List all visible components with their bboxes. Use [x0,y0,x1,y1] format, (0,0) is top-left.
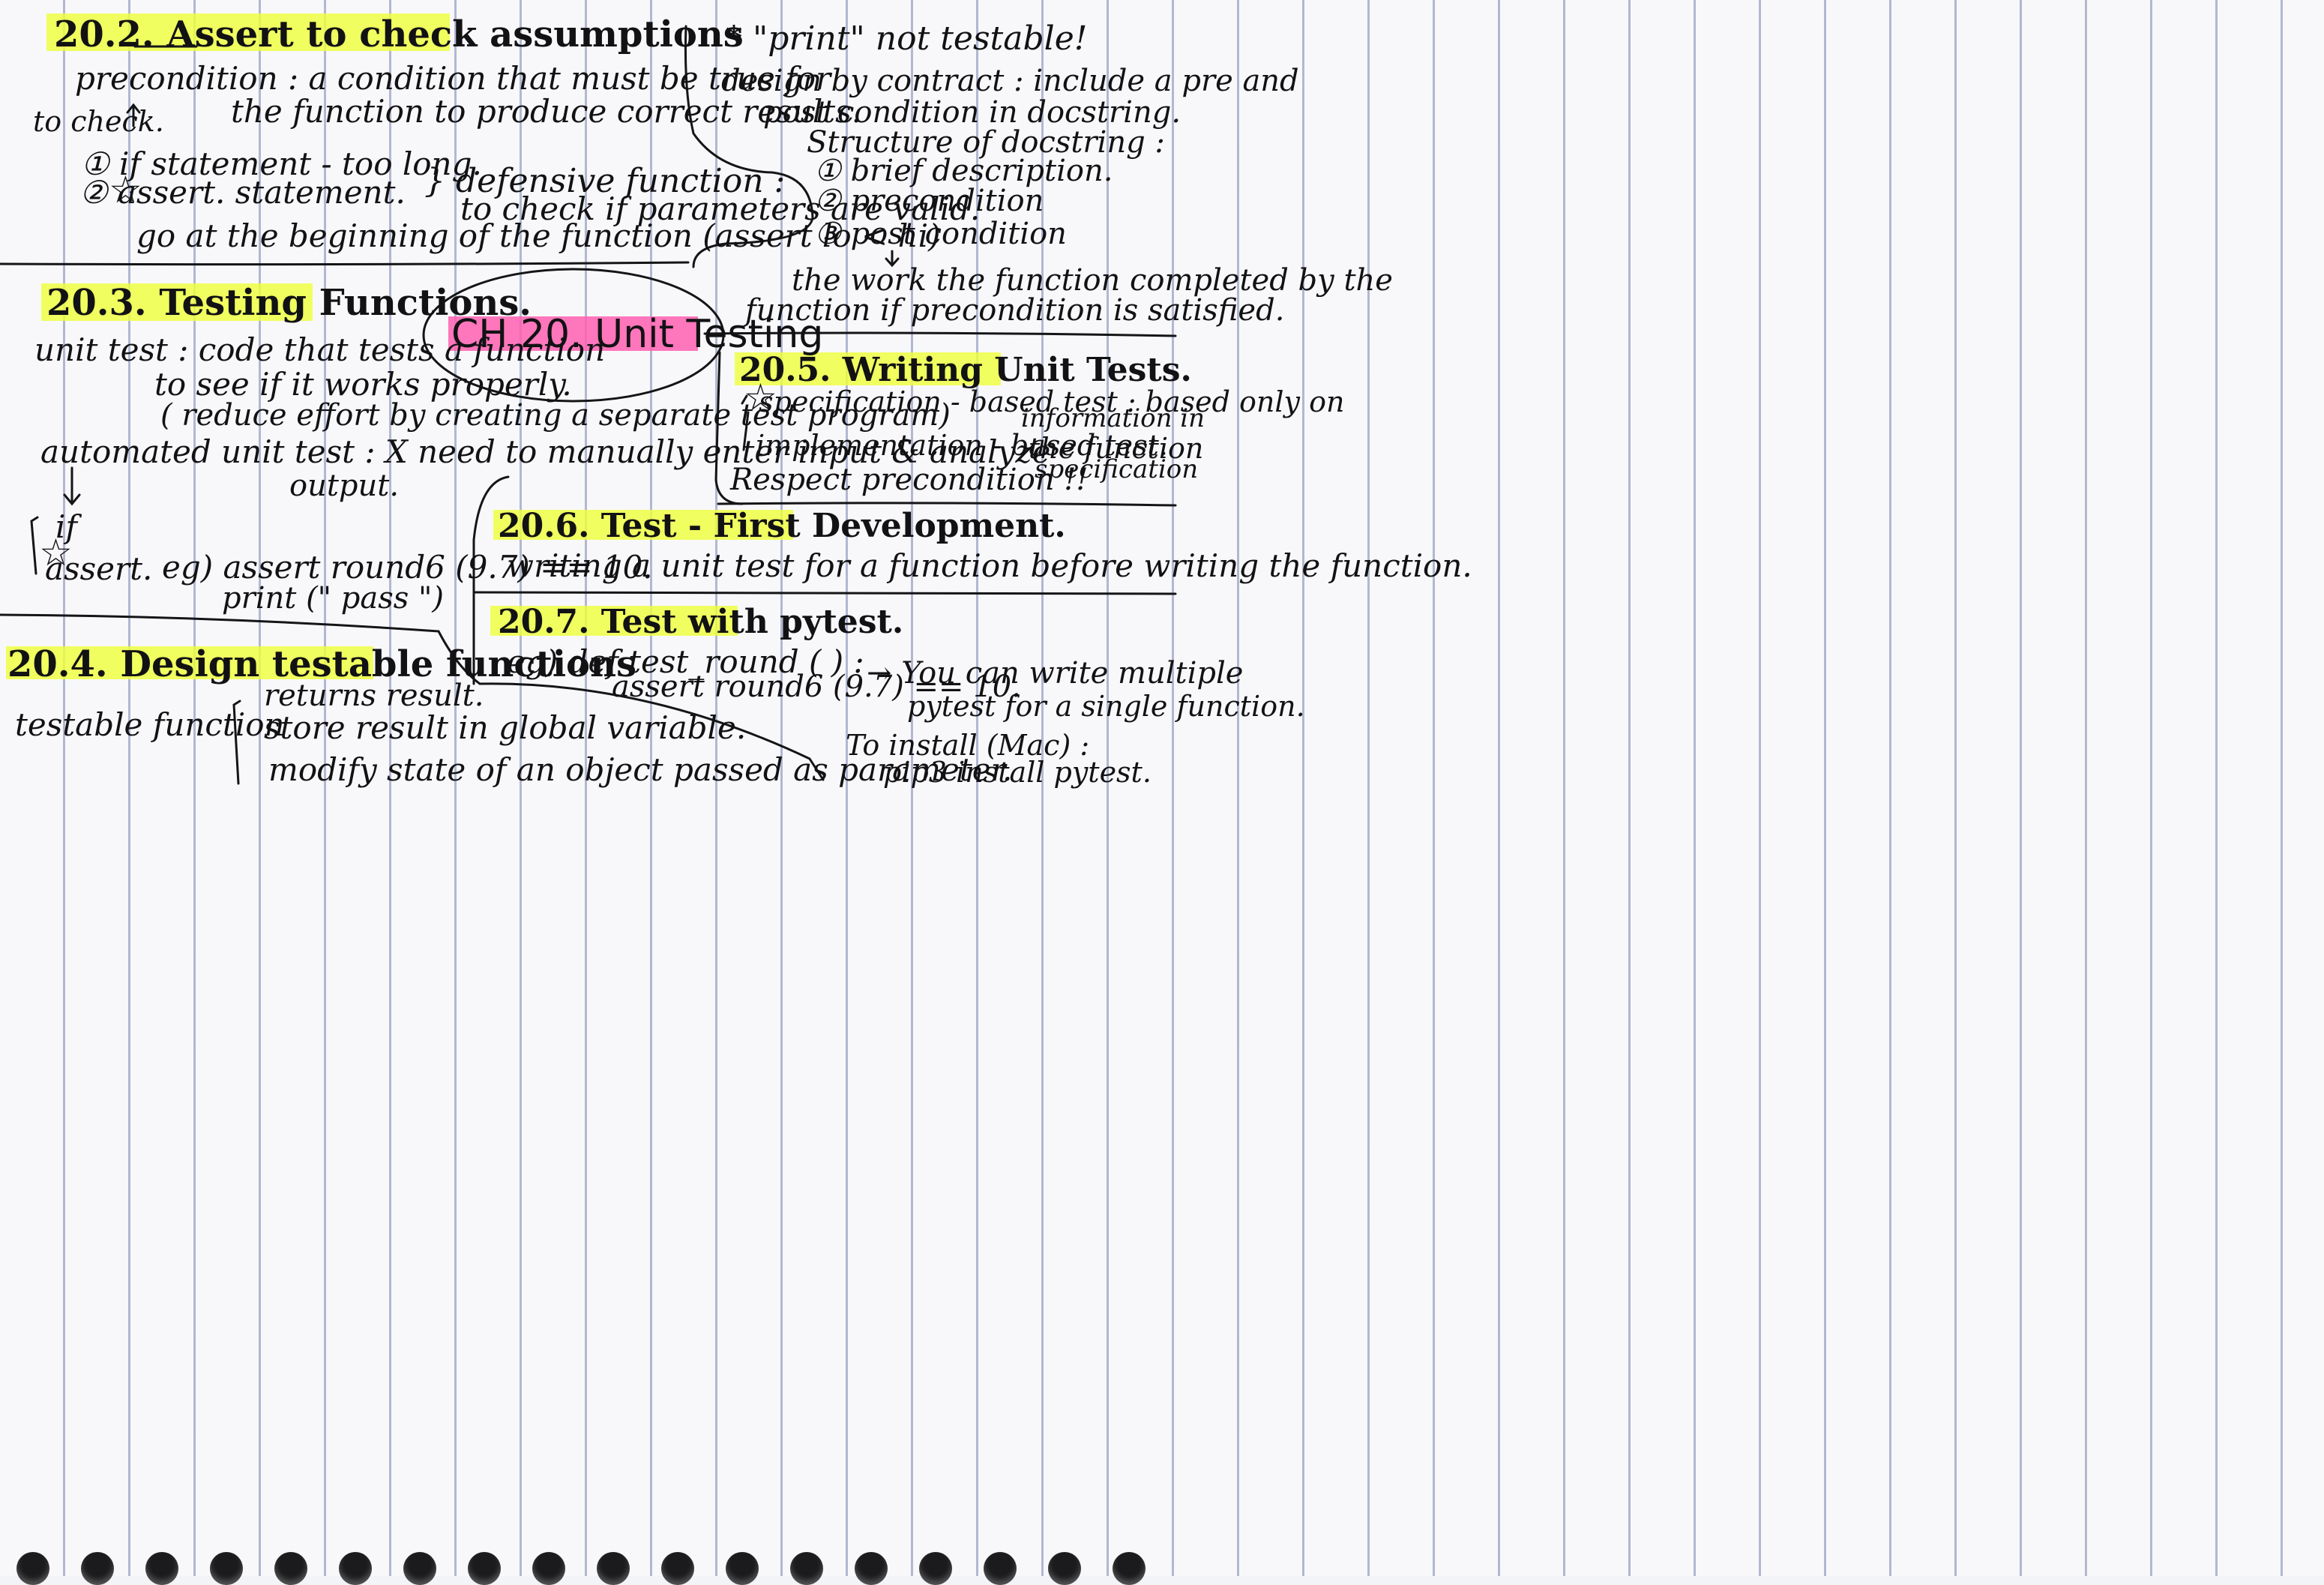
text-line: pytest for a single function. [907,690,1305,723]
text-line: the work the function completed by the [792,263,1393,298]
star-mark: ☆ [39,531,73,574]
text-line: information in [1021,403,1205,433]
section-heading: 20.3. Testing Functions. [46,282,532,324]
list-item: ① brief description. [814,154,1113,188]
divider-line [717,502,1177,507]
code-line: assert round6 (9.7) == 10. [612,670,1021,704]
text-line: go at the beginning of the function (ass… [136,217,941,254]
text-line: ( reduce effort by creating a separate t… [160,398,951,433]
list-item: store result in global variable. [264,709,747,746]
arrow [63,466,81,506]
list-item: returns result. [264,679,484,713]
text-line: assert. [45,550,153,587]
text-line: unit test : code that tests a function [34,331,606,368]
divider-line [0,261,690,266]
section-heading: 20.7. Test with pytest. [498,603,904,641]
highlight-20-5 [735,352,1001,385]
text-line: design by contract : include a pre and [721,64,1299,98]
text-line: to check if parameters are valid. [460,190,981,227]
text-line: * "print" not testable! [726,19,1088,58]
list-item: ② assert. statement. [79,174,406,211]
text-line: } defensive function : [424,162,786,200]
text-line: → You can write multiple [867,656,1244,691]
text-line: To install (Mac) : [846,729,1090,762]
text-line: to check. [33,105,164,138]
list-item: ① if statement - too long. [81,145,482,182]
text-line: function if precondition is satisfied. [745,293,1285,328]
text-line: precondition : a condition that must be … [75,60,831,97]
section-heading: 20.2. Assert to check assumptions [54,13,744,55]
highlight-20-3 [41,283,313,321]
text-line: post condition in docstring. [763,95,1181,130]
star-mark: ☆ [744,376,777,419]
text-line: specification - based test : based only … [759,385,1345,418]
text-line: the function [1029,432,1204,465]
star-mark: ☆ [109,168,142,211]
connector-line [472,591,1177,595]
section-heading: 20.4. Design testable functions [7,643,636,685]
text-line: automated unit test : X need to manually… [40,433,1051,470]
section-heading: 20.5. Writing Unit Tests. [739,351,1192,389]
text-line: to see if it works properly. [154,366,572,403]
code-line: eg) def test_round ( ) : [507,643,864,680]
code-line: pip3 install pytest. [883,756,1152,789]
text-line: Structure of docstring : [807,125,1165,160]
text-line: Respect precondition !! [730,463,1089,497]
section-heading: 20.6. Test - First Development. [498,507,1066,545]
text-line: writing a unit test for a function befor… [507,547,1472,584]
text-line: testable function [15,706,285,743]
list-item: ② precondition [814,184,1044,218]
bracket [30,516,39,575]
highlight-20-6 [493,510,793,540]
list-item: modify state of an object passed as para… [268,751,1013,788]
text-line: the function to produce correct results. [231,93,862,130]
text-line: if [55,508,77,545]
list-item: ③ post condition [814,217,1067,251]
text-line: specification [1035,454,1199,484]
highlight-20-2 [46,13,450,51]
text-line: implementation - based test. [756,429,1168,462]
page-title: CH 20. Unit Testing [451,312,824,357]
text-line: output. [289,469,400,503]
code-line: eg) assert round6 (9.7) == 10. [162,549,653,586]
code-line: print (" pass ") [222,581,445,616]
